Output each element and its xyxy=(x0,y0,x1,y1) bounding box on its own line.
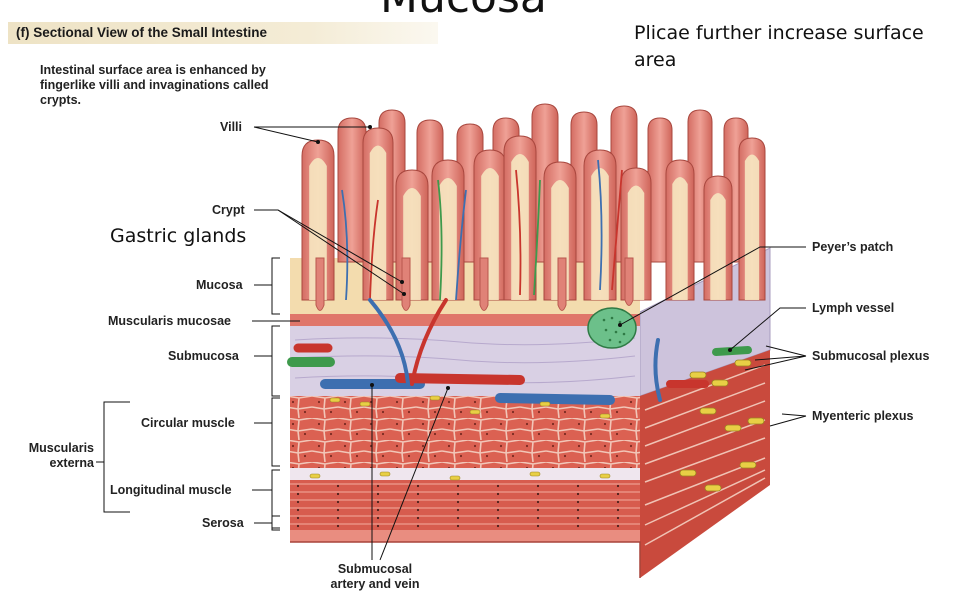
submucosal-vessels xyxy=(287,298,752,405)
plexus-dots xyxy=(309,395,611,481)
connective-band xyxy=(290,468,640,480)
circular-muscle-layer xyxy=(290,396,640,468)
villus-core xyxy=(591,168,609,300)
longitudinal-muscle-layer xyxy=(290,480,640,530)
label-circular-muscle: Circular muscle xyxy=(141,416,235,430)
label-mucosa: Mucosa xyxy=(196,278,243,292)
plicae-note: Plicae further increase surface area xyxy=(634,22,924,71)
peyers-patch-nodule xyxy=(587,307,637,349)
muscularis-mucosae-layer xyxy=(290,314,640,326)
villus-core xyxy=(672,177,688,300)
figure-header-text: (f) Sectional View of the Small Intestin… xyxy=(16,25,268,40)
serosa-layer xyxy=(290,530,640,542)
label-longitudinal-muscle: Longitudinal muscle xyxy=(110,483,232,497)
label-muscularis-externa-line1: Muscularis xyxy=(28,441,94,455)
villus-core xyxy=(439,178,457,300)
villus-core xyxy=(744,154,760,300)
label-submucosa: Submucosa xyxy=(168,349,239,363)
label-muscularis-externa-line2: externa xyxy=(49,456,94,470)
gastric-glands-note: Gastric glands xyxy=(110,225,247,247)
peyers-patch-dots xyxy=(602,316,626,344)
label-markers xyxy=(316,125,732,390)
label-submucosal-line2: artery and vein xyxy=(330,577,420,591)
label-peyers-patch: Peyer’s patch xyxy=(812,240,894,254)
label-brackets xyxy=(96,126,807,561)
label-villi: Villi xyxy=(220,120,243,134)
side-face-muscle xyxy=(640,350,770,578)
figure-caption: Intestinal surface area is enhanced by f… xyxy=(40,63,269,107)
label-muscularis-mucosae: Muscularis mucosae xyxy=(108,314,231,328)
side-plexus xyxy=(679,359,765,492)
label-serosa: Serosa xyxy=(202,516,244,530)
label-myenteric-plexus: Myenteric plexus xyxy=(812,409,914,423)
slide-title: Mucosa xyxy=(380,0,547,23)
villus-core xyxy=(710,193,726,300)
serosa-edge xyxy=(290,541,641,578)
figure-header: (f) Sectional View of the Small Intestin… xyxy=(8,22,438,44)
label-crypt: Crypt xyxy=(212,203,245,217)
villus-core xyxy=(369,145,387,300)
label-submucosal-line1: Submucosal xyxy=(337,562,413,576)
villus xyxy=(337,117,367,263)
mucosa-layer xyxy=(290,258,640,316)
label-submucosal-plexus: Submucosal plexus xyxy=(812,349,930,363)
label-lymph-vessel: Lymph vessel xyxy=(812,301,895,315)
villus-capillaries xyxy=(341,159,623,301)
crypts xyxy=(315,257,634,311)
